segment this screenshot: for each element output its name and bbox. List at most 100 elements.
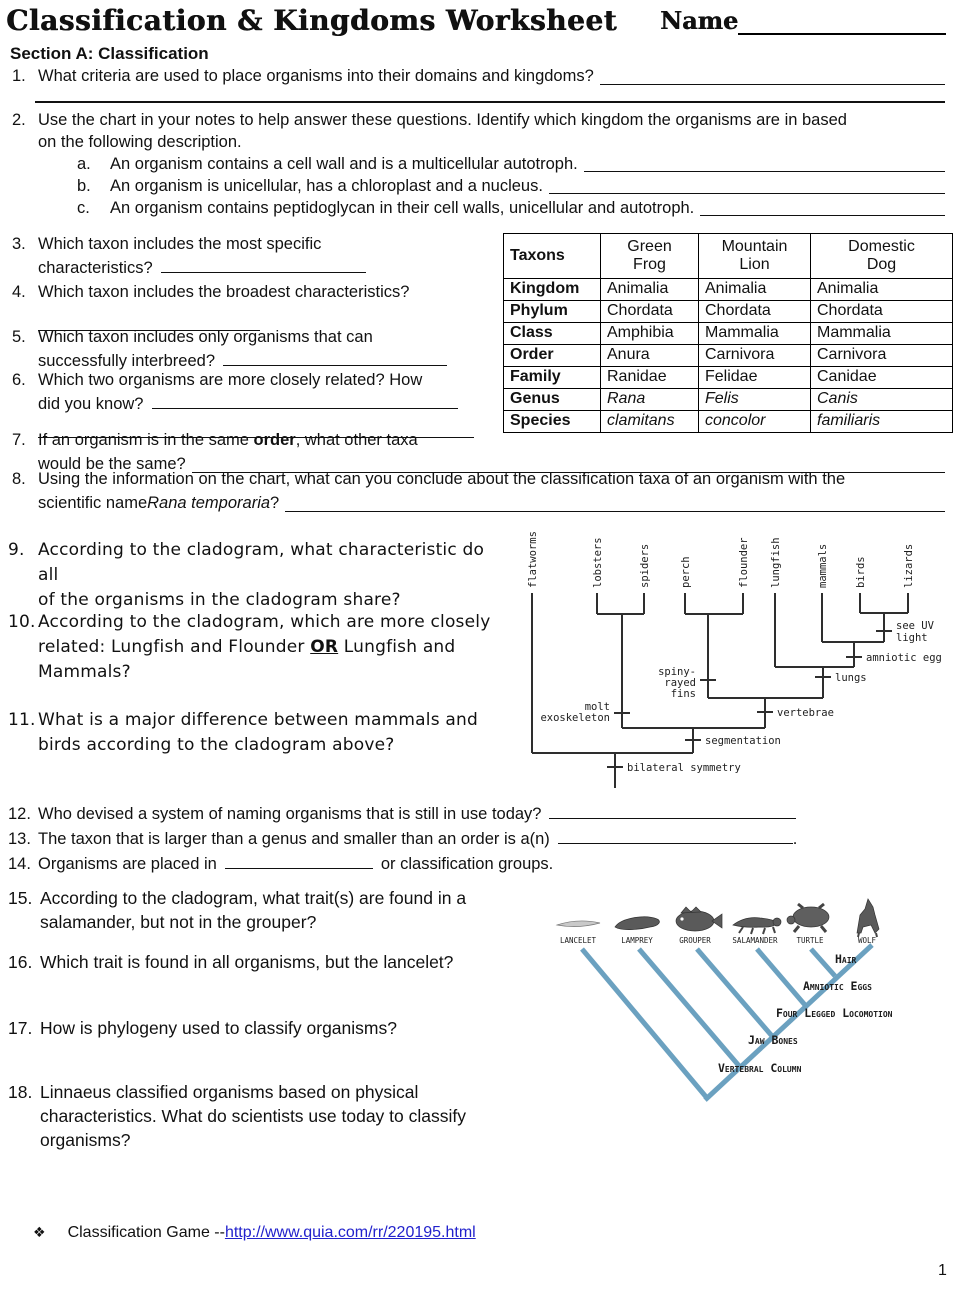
cell: Rana xyxy=(600,388,699,411)
question-number: 17. xyxy=(8,1018,33,1038)
question-number: 6. xyxy=(12,371,26,389)
question-text: of the organisms in the cladogram share? xyxy=(38,590,401,610)
animal-label: TURTLE xyxy=(796,936,824,945)
footer: ❖ Classification Game -- http://www.quia… xyxy=(33,1224,476,1242)
trait-label: exoskeleton xyxy=(540,712,610,724)
cladogram-trait-labels: molt exoskeleton spiny- rayed fins see U… xyxy=(540,620,941,774)
question-text: What is a major difference between mamma… xyxy=(38,710,478,730)
question-text: ? xyxy=(270,494,280,512)
question-number: 14. xyxy=(8,855,31,873)
taxon-table: Taxons Green Frog Mountain Lion Domestic… xyxy=(503,233,953,433)
question-number: 13. xyxy=(8,830,31,848)
leaf-label: flatworms xyxy=(527,531,539,588)
row-label: Species xyxy=(503,410,601,433)
question-text: or classification groups. xyxy=(380,855,554,873)
answer-blank xyxy=(151,394,458,409)
section-a-heading: Section A: Classification xyxy=(10,44,209,63)
answer-blank xyxy=(38,316,260,331)
question-2c: c. An organism contains peptidoglycan in… xyxy=(77,197,945,219)
question-text: characteristics? xyxy=(38,259,153,277)
answer-blank xyxy=(700,215,945,216)
row-label: Family xyxy=(503,366,601,389)
answer-blank xyxy=(160,258,366,273)
cell: familiaris xyxy=(810,410,953,433)
column-header: Taxons xyxy=(503,233,601,279)
question-text: salamander, but not in the grouper? xyxy=(40,912,317,932)
question-text: characteristics. What do scientists use … xyxy=(40,1106,466,1126)
trait-label: Jaw Bones xyxy=(748,1033,798,1047)
cell: Canis xyxy=(810,388,953,411)
cladogram-branches xyxy=(531,593,909,788)
question-16: 16. Which trait is found in all organism… xyxy=(8,950,513,974)
answer-blank xyxy=(35,101,945,103)
question-number: 10. xyxy=(8,612,36,632)
question-number: 2. xyxy=(12,111,26,129)
cell: Ranidae xyxy=(600,366,699,389)
answer-blank xyxy=(223,351,448,366)
classification-game-link[interactable]: http://www.quia.com/rr/220195.html xyxy=(224,1224,476,1241)
question-text-bold: order xyxy=(253,431,296,449)
row-label: Genus xyxy=(503,388,601,411)
trait-label: see UV xyxy=(896,620,935,632)
cladogram-trait-labels: Hair Amniotic Eggs Four Legged Locomotio… xyxy=(718,952,893,1075)
question-text: successfully interbreed? xyxy=(38,352,216,370)
question-text-or: OR xyxy=(310,637,339,657)
question-number: 12. xyxy=(8,805,31,823)
leaf-label: flounder xyxy=(738,537,750,588)
scientific-name: Rana temporaria xyxy=(147,494,271,512)
question-text: According to the cladogram, what trait(s… xyxy=(40,888,467,908)
animal-label: SALAMANDER xyxy=(732,936,778,945)
question-5: 5. Which taxon includes only organisms t… xyxy=(12,325,490,373)
item-letter: a. xyxy=(77,155,91,173)
page-title: Classification & Kingdoms Worksheet xyxy=(6,4,617,37)
question-text: Who devised a system of naming organisms… xyxy=(38,805,542,823)
question-3: 3. Which taxon includes the most specifi… xyxy=(12,232,490,280)
question-text: Mammals? xyxy=(38,662,131,682)
lancelet-illustration xyxy=(555,920,601,927)
question-8: 8. Using the information on the chart, w… xyxy=(12,467,945,515)
trait-label: molt xyxy=(585,701,610,713)
trait-label: light xyxy=(896,632,928,644)
question-text: would be the same? xyxy=(38,455,186,473)
question-text: Which trait is found in all organisms, b… xyxy=(40,952,454,972)
cell: Felidae xyxy=(698,366,811,389)
cladogram-animal-labels: LANCELET LAMPREY GROUPER SALAMANDER TURT… xyxy=(560,936,877,945)
name-field: Name xyxy=(660,6,946,35)
question-18: 18. Linnaeus classified organisms based … xyxy=(8,1080,513,1152)
question-2a: a. An organism contains a cell wall and … xyxy=(77,153,945,175)
answer-blank xyxy=(599,84,945,85)
question-text: The taxon that is larger than a genus an… xyxy=(38,830,550,848)
question-text: organisms? xyxy=(40,1130,131,1150)
question-text: Organisms are placed in xyxy=(38,855,217,873)
name-label: Name xyxy=(660,6,739,35)
question-6: 6. Which two organisms are more closely … xyxy=(12,368,490,445)
question-text: What criteria are used to place organism… xyxy=(38,67,594,85)
cell: Animalia xyxy=(810,278,953,301)
grouper-illustration xyxy=(675,906,723,932)
question-15: 15. According to the cladogram, what tra… xyxy=(8,886,513,934)
animal-label: LANCELET xyxy=(560,936,597,945)
answer-blank xyxy=(191,472,945,473)
cladogram-leaf-labels: flatworms lobsters spiders perch flounde… xyxy=(527,531,915,588)
question-text: Linnaeus classified organisms based on p… xyxy=(40,1082,419,1102)
trait-label: rayed xyxy=(664,677,696,689)
lamprey-illustration xyxy=(614,916,660,930)
question-text: Lungfish and xyxy=(338,637,456,657)
question-12: 12. Who devised a system of naming organ… xyxy=(8,802,948,827)
vertebrate-trait-cladogram: LANCELET LAMPREY GROUPER SALAMANDER TURT… xyxy=(555,898,893,1102)
item-text: An organism contains a cell wall and is … xyxy=(110,155,578,173)
column-header: Domestic Dog xyxy=(810,233,953,279)
answer-blank xyxy=(285,511,945,512)
question-9: 9. According to the cladogram, what char… xyxy=(8,538,493,613)
cell: Animalia xyxy=(600,278,699,301)
question-17: 17. How is phylogeny used to classify or… xyxy=(8,1016,513,1040)
leaf-label: lizards xyxy=(903,544,915,588)
question-text: Which taxon includes the broadest charac… xyxy=(38,283,410,301)
table-header-row: Taxons Green Frog Mountain Lion Domestic… xyxy=(503,233,953,279)
question-text: Which taxon includes only organisms that… xyxy=(38,328,373,346)
question-number: 3. xyxy=(12,235,26,253)
